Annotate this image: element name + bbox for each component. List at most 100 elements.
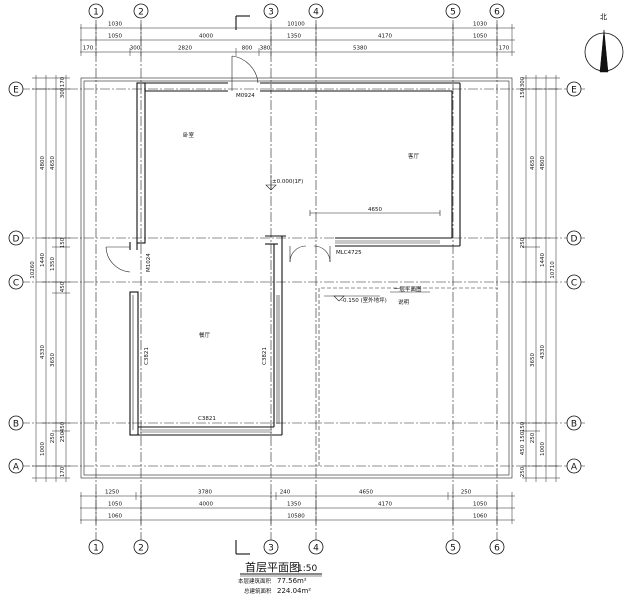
dim-text: 170 [60, 76, 66, 87]
dim-text: 1050 [473, 34, 487, 40]
grid-row-label: E [13, 86, 19, 96]
building-outline [80, 77, 513, 479]
row-bubbles-right: E D C B A [566, 81, 582, 474]
grid-col-label: 1 [93, 544, 99, 554]
dim-text: 380 [260, 46, 271, 52]
room-label: 客厅 [408, 152, 420, 160]
dim-text: 4650 [368, 207, 382, 213]
grid-col-label: 4 [313, 8, 319, 18]
grid-row-label: B [13, 420, 19, 430]
dim-text: 300 [60, 87, 66, 98]
dim-text: 1250 [105, 490, 119, 496]
column-bubbles-bottom: 1 2 3 4 5 6 [88, 539, 505, 555]
dim-text: 4800 [40, 156, 46, 170]
grid-col-label: 3 [268, 544, 274, 554]
note-label: 说明 [398, 298, 410, 306]
dim-text: 1000 [540, 442, 546, 456]
dim-text: 1440 [540, 253, 546, 267]
grid-col-label: 4 [313, 544, 319, 554]
level-label: ±0.000(1F) [272, 179, 303, 185]
dim-text: 1060 [108, 514, 122, 520]
dim-text: 10710 [550, 261, 556, 279]
dim-text: 3650 [50, 353, 56, 367]
grid-col-label: 2 [138, 544, 144, 554]
area-label: 本层建筑面积 [238, 577, 272, 585]
grid-row-label: B [571, 420, 577, 430]
grid-lines [20, 20, 585, 545]
dim-text: 250 [520, 466, 526, 477]
dim-text: 1050 [108, 34, 122, 40]
grid-row-label: D [571, 235, 578, 245]
title-block: 首层平面图 1:50 本层建筑面积 77.56m² 总建筑面积 224.04m² [238, 560, 322, 595]
grid-col-label: 2 [138, 8, 144, 18]
dim-text: 4170 [378, 34, 392, 40]
grid-col-label: 5 [450, 544, 456, 554]
dim-text: 250 [530, 432, 536, 443]
dim-text: 1350 [50, 257, 56, 271]
row-bubbles-left: E D C B A [8, 81, 24, 474]
dim-text: 10580 [287, 514, 305, 520]
grid-col-label: 1 [93, 8, 99, 18]
dim-text: 3650 [530, 353, 536, 367]
area-value: 224.04m² [277, 587, 311, 595]
drawing-scale: 1:50 [297, 564, 317, 574]
dim-text: 1030 [473, 22, 487, 28]
window-label: C3821 [198, 416, 216, 422]
room-label: 卧室 [183, 131, 195, 139]
level-label: -0.150 (室外地坪) [341, 296, 387, 304]
annotations: M0924 M1024 MLC4725 C3821 C3821 C3821 ±0… [144, 93, 422, 422]
window-label: C3821 [144, 347, 150, 365]
dim-text: 1050 [473, 502, 487, 508]
grid-col-label: 6 [494, 544, 500, 554]
dim-text: 150 [520, 421, 526, 432]
dim-text: 1030 [108, 22, 122, 28]
dim-text: 10100 [287, 22, 305, 28]
dim-text: 4650 [359, 490, 373, 496]
dim-text: 170 [499, 46, 510, 52]
dim-text: 250 [60, 431, 66, 442]
dim-text: 1050 [108, 502, 122, 508]
grid-row-label: A [13, 463, 20, 473]
door-label: M1024 [146, 253, 152, 272]
dim-text: 800 [242, 46, 253, 52]
dim-text: 170 [83, 46, 94, 52]
grid-col-label: 5 [450, 8, 456, 18]
dim-text: 3780 [198, 490, 212, 496]
dim-text: 450 [60, 421, 66, 432]
walls-upper [136, 82, 461, 247]
dim-text: 170 [60, 466, 66, 477]
dim-text: 250 [461, 490, 472, 496]
grid-col-label: 6 [494, 8, 500, 18]
dim-text: 240 [280, 490, 291, 496]
dim-text: 1060 [473, 514, 487, 520]
dim-text: 10260 [30, 261, 36, 279]
grid-row-label: A [571, 463, 578, 473]
grid-col-label: 3 [268, 8, 274, 18]
level-marks [265, 175, 441, 302]
dim-text: 2820 [178, 46, 192, 52]
dim-text: 4000 [199, 502, 213, 508]
north-arrow: 北 [584, 13, 624, 73]
dim-text: 4330 [40, 345, 46, 359]
dim-text: 250 [520, 237, 526, 248]
grid-row-label: D [13, 235, 20, 245]
window-label: C3821 [262, 347, 268, 365]
dim-text: 4650 [530, 156, 536, 170]
dim-text: 4800 [540, 156, 546, 170]
dim-text: 4330 [540, 345, 546, 359]
section-marks [235, 15, 250, 555]
dim-text: 5380 [353, 46, 367, 52]
right-dimensions: 10710 4800 1440 4330 1000 4650 3650 250 … [520, 75, 560, 482]
door-label: M0924 [236, 93, 255, 99]
grid-row-label: C [13, 279, 19, 289]
north-label: 北 [600, 13, 607, 21]
door-top [231, 55, 259, 91]
left-dimensions: 10260 4800 1440 4330 1000 4650 1350 3650… [30, 75, 70, 482]
dim-text: 4170 [378, 502, 392, 508]
dim-text: 150 [520, 87, 526, 98]
walls-lower [129, 236, 283, 436]
door-label: MLC4725 [336, 250, 362, 256]
drawing-title: 首层平面图 [245, 560, 300, 574]
bottom-dimensions: 1250 3780 240 4650 250 1050 4000 1350 41… [80, 490, 515, 524]
